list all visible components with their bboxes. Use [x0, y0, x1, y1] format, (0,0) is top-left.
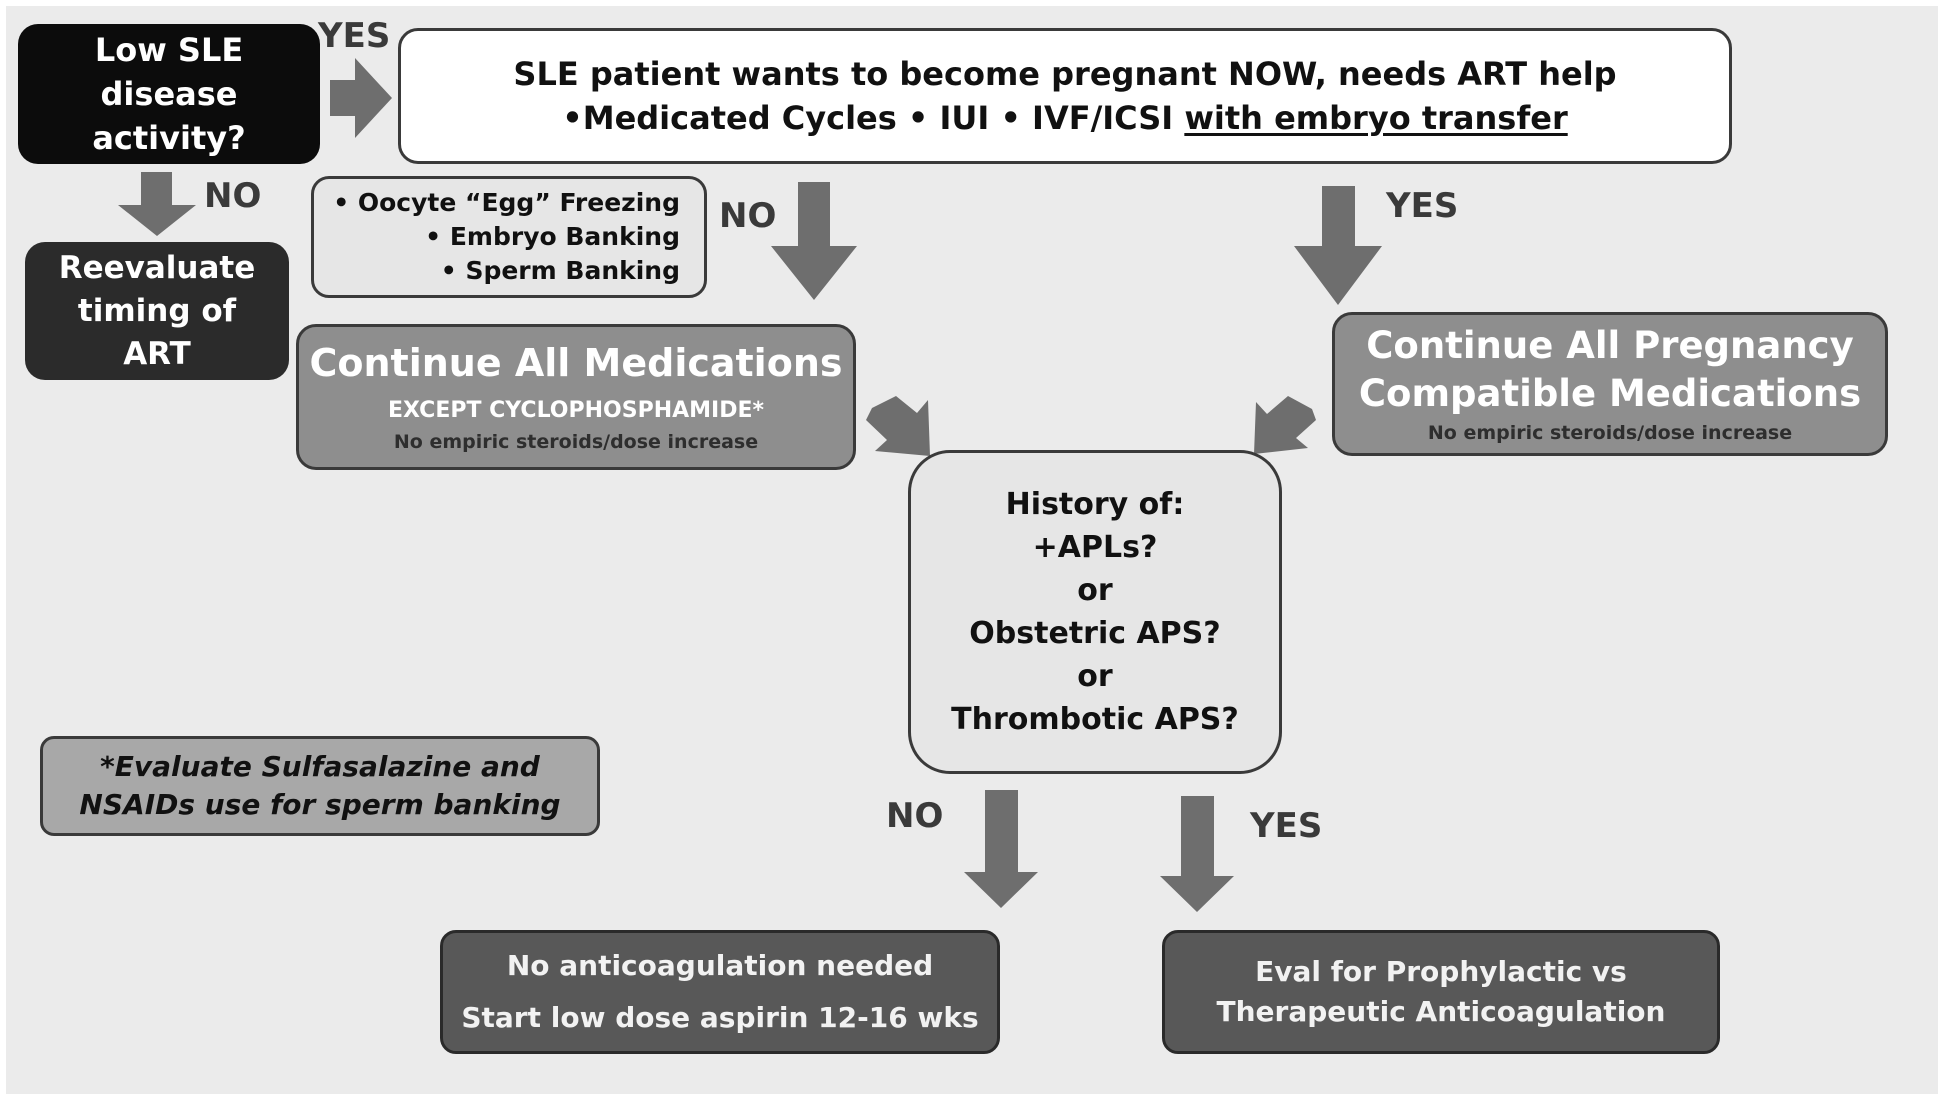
yes-label-top: YES [318, 16, 391, 56]
sle-patient-line2: •Medicated Cycles • IUI • IVF/ICSI with … [562, 96, 1567, 140]
continue-pregnancy-note: No empiric steroids/dose increase [1427, 422, 1793, 444]
history-or-2: or [1077, 659, 1113, 694]
sperm-banking-item: • Sperm Banking [440, 256, 680, 285]
reevaluate-box: Reevaluate timing of ART [25, 242, 289, 380]
continue-pregnancy-medications-box: Continue All Pregnancy Compatible Medica… [1332, 312, 1888, 456]
history-apls: +APLs? [1032, 530, 1158, 565]
arrow-diag-left [866, 396, 930, 456]
oocyte-freezing-item: • Oocyte “Egg” Freezing [333, 188, 680, 217]
eval-anticoagulation-line2: Therapeutic Anticoagulation [1216, 995, 1666, 1028]
continue-all-medications-box: Continue All Medications EXCEPT CYCLOPHO… [296, 324, 856, 470]
arrow-down-no-bottom [964, 790, 1038, 908]
yes-label-bottom: YES [1250, 806, 1323, 846]
embryo-banking-item: • Embryo Banking [425, 222, 680, 251]
eval-anticoagulation-line1: Eval for Prophylactic vs [1255, 955, 1627, 988]
arrow-down-yes-right [1294, 186, 1382, 305]
history-thrombotic-aps: Thrombotic APS? [951, 702, 1239, 737]
low-sle-activity-text: Low SLE disease activity? [92, 31, 246, 157]
reevaluate-text: Reevaluate timing of ART [58, 249, 256, 372]
eval-anticoagulation-box: Eval for Prophylactic vs Therapeutic Ant… [1162, 930, 1720, 1054]
fertility-preservation-box: • Oocyte “Egg” Freezing • Embryo Banking… [311, 176, 707, 298]
continue-all-subtitle: EXCEPT CYCLOPHOSPHAMIDE* [387, 398, 765, 423]
sle-patient-line2-prefix: •Medicated Cycles • IUI • IVF/ICSI [562, 99, 1185, 137]
sle-patient-box: SLE patient wants to become pregnant NOW… [398, 28, 1732, 164]
arrow-down-no-mid [771, 182, 857, 300]
no-label-bottom: NO [886, 796, 944, 836]
embryo-transfer-underlined: with embryo transfer [1184, 99, 1568, 137]
continue-all-note: No empiric steroids/dose increase [393, 431, 759, 453]
continue-all-title: Continue All Medications [309, 341, 843, 385]
history-heading: History of: [1005, 487, 1185, 522]
no-label-mid: NO [719, 196, 777, 236]
sulfasalazine-note-box: *Evaluate Sulfasalazine and NSAIDs use f… [40, 736, 600, 836]
continue-pregnancy-title: Continue All Pregnancy Compatible Medica… [1358, 324, 1862, 415]
history-of-apl-box: History of: +APLs? or Obstetric APS? or … [908, 450, 1282, 774]
arrow-diag-right [1254, 396, 1316, 454]
no-anticoagulation-line1: No anticoagulation needed [506, 949, 934, 982]
arrow-down-yes-bottom [1160, 796, 1234, 912]
history-obstetric-aps: Obstetric APS? [969, 616, 1221, 651]
sulfasalazine-note-text: *Evaluate Sulfasalazine and NSAIDs use f… [79, 750, 561, 821]
arrow-right-yes [330, 58, 392, 138]
yes-label-right: YES [1386, 186, 1459, 226]
no-label-left: NO [204, 176, 262, 216]
arrow-down-no-left [118, 172, 196, 236]
sle-patient-line1: SLE patient wants to become pregnant NOW… [513, 55, 1617, 93]
history-or-1: or [1077, 573, 1113, 608]
no-anticoagulation-line2: Start low dose aspirin 12-16 wks [461, 1001, 979, 1034]
low-sle-activity-box: Low SLE disease activity? [18, 24, 320, 164]
no-anticoagulation-box: No anticoagulation needed Start low dose… [440, 930, 1000, 1054]
